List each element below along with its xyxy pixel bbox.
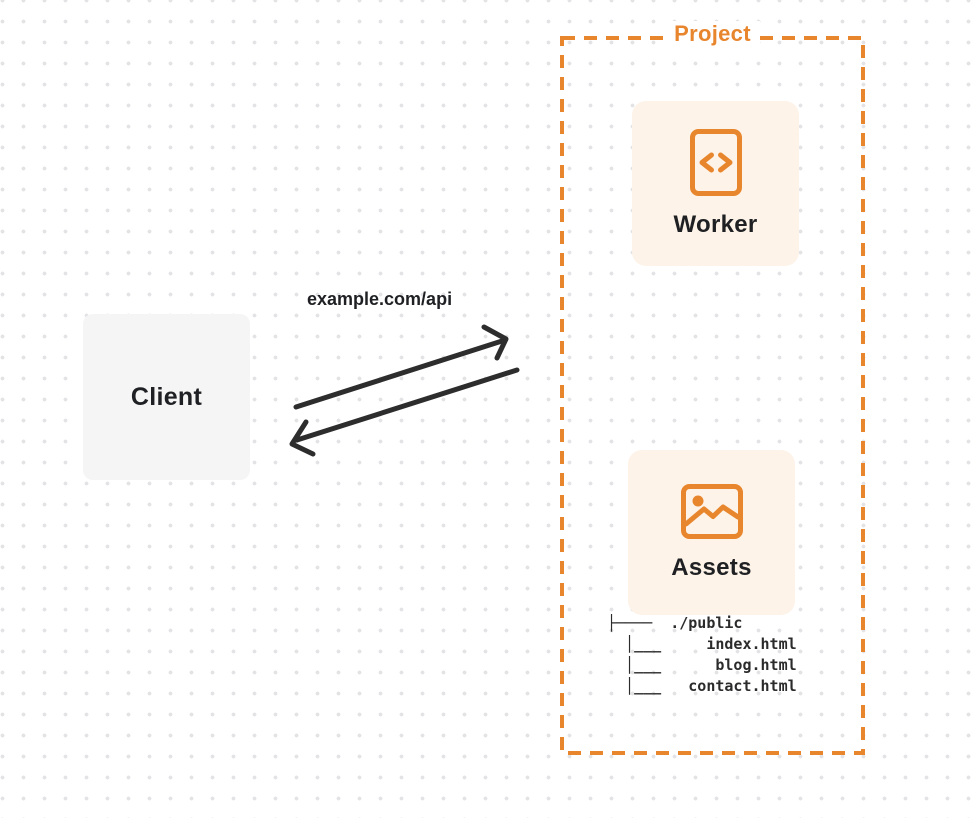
worker-node-label: Worker	[673, 210, 758, 238]
file-tree-root: ├──── ./public	[607, 614, 743, 632]
file-tree: ├──── ./public │___ index.html │___ blog…	[607, 613, 797, 697]
client-node: Client	[83, 314, 250, 480]
response-arrowhead-icon	[289, 419, 316, 457]
request-arrow	[293, 324, 509, 410]
assets-node: Assets	[628, 450, 795, 615]
project-group-label: Project	[665, 21, 760, 47]
file-tree-item: │___ index.html	[607, 635, 797, 653]
project-group: Project	[560, 21, 865, 47]
request-url-label: example.com/api	[307, 289, 453, 309]
request-arrowhead-icon	[481, 324, 509, 361]
response-arrow	[289, 367, 520, 457]
file-tree-item: │___ contact.html	[607, 677, 797, 695]
project-dashed-border	[560, 36, 865, 755]
assets-node-label: Assets	[671, 553, 752, 581]
file-tree-item: │___ blog.html	[607, 656, 797, 674]
code-file-icon	[689, 128, 742, 196]
image-icon	[680, 483, 743, 539]
worker-node: Worker	[632, 101, 799, 266]
client-node-label: Client	[130, 382, 203, 411]
